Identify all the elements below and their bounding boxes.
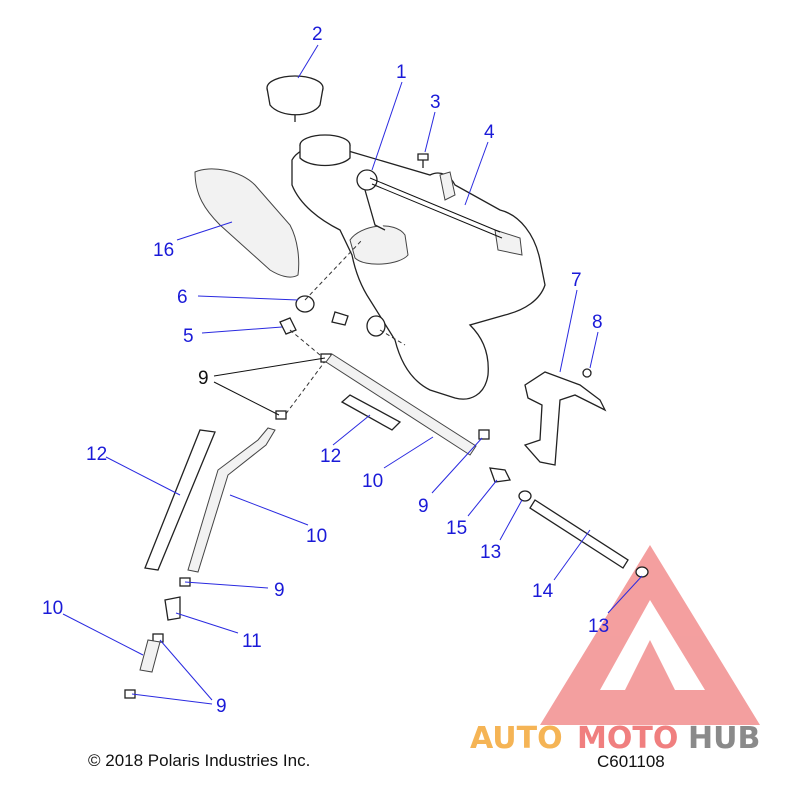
callout-4: 4	[484, 122, 495, 143]
callout-10-center: 10	[362, 471, 383, 492]
callout-7: 7	[571, 270, 582, 291]
callout-13-right: 13	[588, 616, 609, 637]
watermark-moto: MOTO	[577, 721, 678, 756]
check-valve	[489, 467, 511, 483]
callout-1: 1	[396, 62, 407, 83]
callout-9-bottom: 9	[216, 696, 227, 717]
watermark-auto: AUTO	[470, 721, 563, 756]
fittings	[279, 311, 349, 335]
callout-12-left: 12	[86, 444, 107, 465]
callout-16: 16	[153, 240, 174, 261]
callout-9-center: 9	[418, 496, 429, 517]
bolt	[417, 153, 429, 168]
callout-8: 8	[592, 312, 603, 333]
fuel-filter	[164, 596, 181, 621]
fuel-cap	[266, 75, 324, 122]
tube	[529, 499, 629, 569]
callout-15: 15	[446, 518, 467, 539]
fuel-tank	[291, 134, 546, 400]
callout-9-lower: 9	[274, 580, 285, 601]
copyright-notice: © 2018 Polaris Industries Inc.	[88, 751, 310, 770]
callout-12-center: 12	[320, 446, 341, 467]
assembly-lines	[284, 239, 406, 416]
callout-14: 14	[532, 581, 554, 602]
callout-6: 6	[177, 287, 188, 308]
watermark-text: AUTO MOTO HUB	[470, 721, 760, 756]
spiral-wrap	[144, 394, 402, 571]
watermark-logo	[540, 545, 760, 725]
callout-10-bottom: 10	[42, 598, 63, 619]
callout-5: 5	[183, 326, 194, 347]
grommet	[295, 295, 386, 337]
callout-9-upper: 9	[198, 368, 209, 389]
heat-shield	[194, 168, 300, 278]
vent-assembly	[356, 169, 503, 239]
watermark-hub: HUB	[688, 721, 760, 756]
callout-11: 11	[242, 631, 262, 652]
callouts: 2 1 3 4 16 6 5 9 7 8 12 12 10 10 9 15 13…	[42, 24, 609, 717]
hoses	[139, 353, 477, 673]
callout-3: 3	[430, 92, 441, 113]
drawing-code: C601108	[597, 752, 665, 771]
connectors	[518, 490, 649, 578]
callout-13-center: 13	[480, 542, 501, 563]
leader-lines	[62, 44, 643, 705]
callout-10-left: 10	[306, 526, 327, 547]
bracket	[523, 368, 607, 466]
callout-2: 2	[312, 24, 323, 45]
